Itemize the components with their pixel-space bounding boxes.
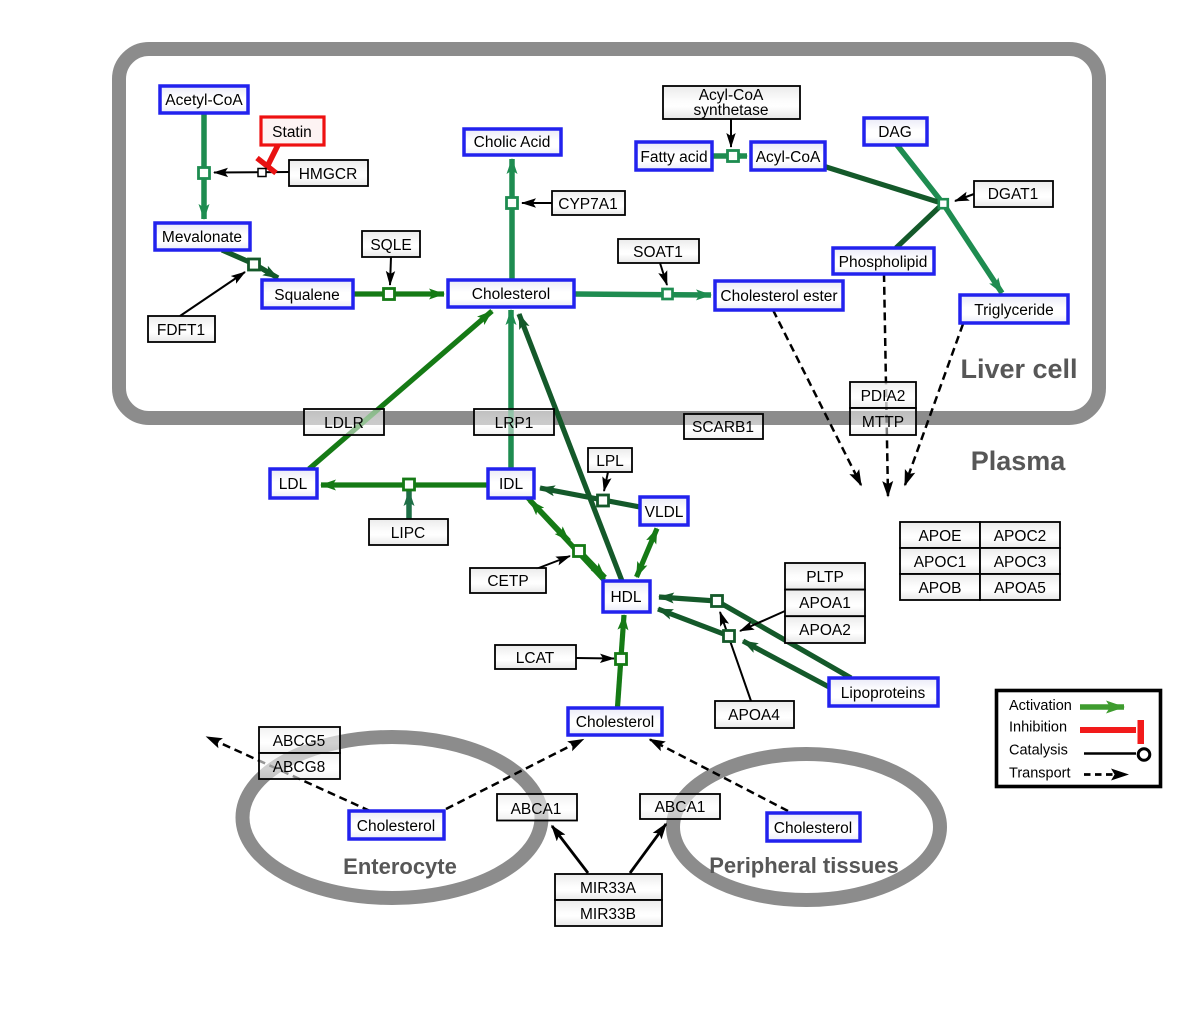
svg-text:synthetase: synthetase xyxy=(694,102,769,119)
svg-text:Cholesterol: Cholesterol xyxy=(472,286,550,303)
svg-text:MTTP: MTTP xyxy=(862,414,904,431)
svg-text:LIPC: LIPC xyxy=(391,525,425,542)
svg-text:APOA5: APOA5 xyxy=(994,580,1046,597)
svg-text:APOA4: APOA4 xyxy=(728,707,780,724)
svg-text:SQLE: SQLE xyxy=(370,237,411,254)
svg-text:Acetyl-CoA: Acetyl-CoA xyxy=(165,92,243,109)
svg-text:Acyl-CoA: Acyl-CoA xyxy=(756,149,821,166)
svg-text:APOC3: APOC3 xyxy=(994,554,1047,571)
svg-text:MIR33A: MIR33A xyxy=(580,880,637,897)
svg-text:Cholesterol: Cholesterol xyxy=(774,820,852,837)
svg-text:Plasma: Plasma xyxy=(971,446,1067,476)
svg-text:PLTP: PLTP xyxy=(806,569,844,586)
svg-text:Mevalonate: Mevalonate xyxy=(162,229,242,246)
svg-text:DGAT1: DGAT1 xyxy=(988,186,1039,203)
svg-text:APOE: APOE xyxy=(918,528,961,545)
svg-text:IDL: IDL xyxy=(499,476,524,493)
svg-text:LPL: LPL xyxy=(596,453,624,470)
svg-text:Fatty acid: Fatty acid xyxy=(640,149,707,166)
svg-text:LDLR: LDLR xyxy=(324,415,364,432)
svg-text:SOAT1: SOAT1 xyxy=(633,244,683,261)
svg-text:DAG: DAG xyxy=(878,124,912,141)
svg-text:APOC1: APOC1 xyxy=(914,554,967,571)
svg-text:ABCA1: ABCA1 xyxy=(511,801,562,818)
svg-text:Cholesterol ester: Cholesterol ester xyxy=(720,288,837,305)
svg-text:APOC2: APOC2 xyxy=(994,528,1047,545)
svg-text:Statin: Statin xyxy=(272,124,312,141)
svg-text:Lipoproteins: Lipoproteins xyxy=(841,685,926,702)
svg-text:Inhibition: Inhibition xyxy=(1009,720,1067,736)
svg-text:Activation: Activation xyxy=(1009,698,1072,714)
svg-text:Squalene: Squalene xyxy=(274,287,340,304)
svg-text:LRP1: LRP1 xyxy=(495,415,534,432)
svg-text:MIR33B: MIR33B xyxy=(580,906,636,923)
svg-text:Cholesterol: Cholesterol xyxy=(357,818,435,835)
svg-text:Peripheral tissues: Peripheral tissues xyxy=(709,853,899,878)
svg-text:APOA1: APOA1 xyxy=(799,595,851,612)
svg-text:ABCG8: ABCG8 xyxy=(273,759,326,776)
svg-text:Liver cell: Liver cell xyxy=(960,354,1077,384)
svg-text:FDFT1: FDFT1 xyxy=(157,322,205,339)
svg-text:Acyl-CoA: Acyl-CoA xyxy=(699,87,764,104)
svg-text:VLDL: VLDL xyxy=(645,504,684,521)
svg-text:CETP: CETP xyxy=(487,573,528,590)
svg-text:ABCG5: ABCG5 xyxy=(273,733,326,750)
svg-text:HMGCR: HMGCR xyxy=(299,166,358,183)
svg-text:HDL: HDL xyxy=(610,589,641,606)
svg-text:CYP7A1: CYP7A1 xyxy=(558,196,617,213)
svg-text:Catalysis: Catalysis xyxy=(1009,743,1068,759)
svg-text:Cholesterol: Cholesterol xyxy=(576,714,654,731)
svg-text:APOB: APOB xyxy=(918,580,961,597)
svg-text:Phospholipid: Phospholipid xyxy=(839,254,928,271)
svg-text:Triglyceride: Triglyceride xyxy=(974,302,1054,319)
svg-text:APOA2: APOA2 xyxy=(799,622,851,639)
svg-text:LDL: LDL xyxy=(279,476,308,493)
svg-text:Enterocyte: Enterocyte xyxy=(343,854,457,879)
svg-text:LCAT: LCAT xyxy=(516,650,555,667)
svg-text:ABCA1: ABCA1 xyxy=(655,799,706,816)
svg-text:Cholic Acid: Cholic Acid xyxy=(474,134,551,151)
svg-text:SCARB1: SCARB1 xyxy=(692,419,754,436)
svg-text:Transport: Transport xyxy=(1009,766,1071,782)
svg-text:PDIA2: PDIA2 xyxy=(861,388,906,405)
